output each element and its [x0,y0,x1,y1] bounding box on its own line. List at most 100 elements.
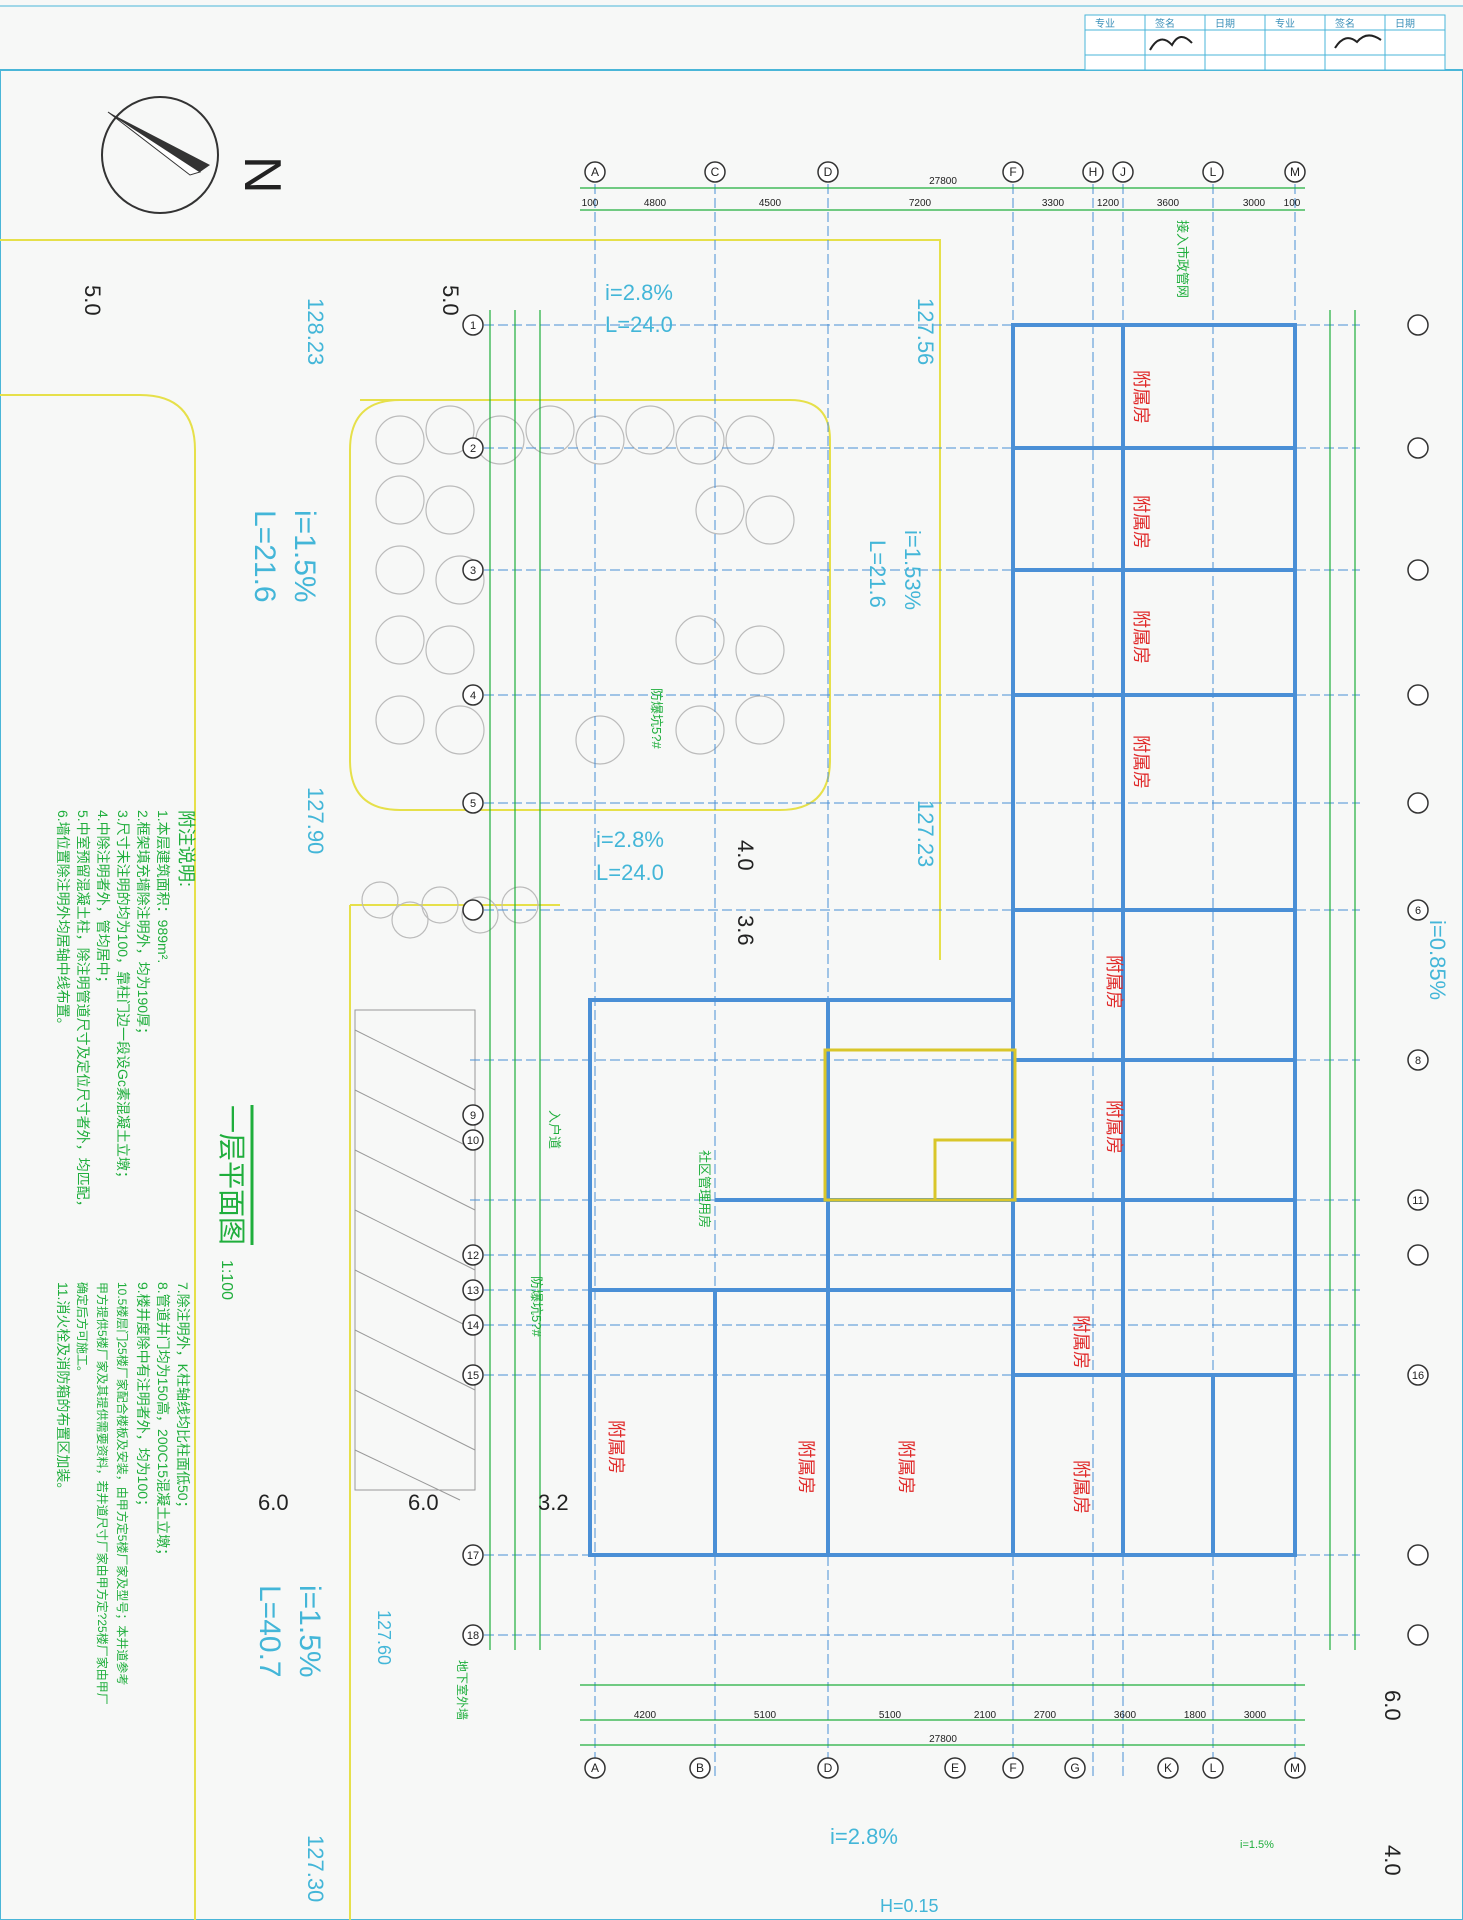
road-width-7: 3.2 [538,1490,569,1515]
grid-lines [470,170,1360,1780]
note-11: 11.消火栓及消防箱的布置区加装。 [55,1282,71,1496]
site-roads [0,239,941,1920]
bottom-dim-4: 2100 [974,1710,997,1721]
road-width-labels: 5.0 5.0 4.0 3.6 6.0 6.0 3.2 6.0 4.0 [80,285,1405,1876]
top-dimensions: 27800 100 4800 4500 7200 3300 1200 3600 … [582,176,1301,209]
room-label-5: 附属房 [1104,955,1124,1009]
small-slope-label: i=1.5% [1240,1839,1274,1851]
elevation-5: 127.60 [374,1610,394,1665]
top-dim-5: 3300 [1042,198,1065,209]
bottom-height-label: H=0.15 [880,1896,939,1916]
bottom-dim-total: 27800 [929,1734,957,1745]
pipe-label: 接入市政管网 [1175,220,1190,298]
green-labels: 接入市政管网 社区管理用房 地下室外墙 防爆坑5?# 防爆坑5?# 入户道 [455,220,1190,1720]
axis-bottom-B: B [696,1761,704,1775]
room-label-11: 附属房 [606,1420,626,1474]
slope-4-i: i=2.8% [596,827,664,852]
row-axis-6: 6 [1415,905,1421,917]
slope-1-L: L=24.0 [605,312,673,337]
slope-4-L: L=24.0 [596,860,664,885]
slope-2-i: i=1.5% [288,510,321,603]
fire-pool-label-2: 防爆坑5?# [529,1276,544,1337]
row-axis-9: 9 [470,1110,476,1122]
slope-3-L: L=21.6 [865,540,890,608]
room-label-7: 附属房 [1071,1315,1091,1369]
elevation-labels: 128.23 127.56 127.90 127.23 127.60 127.3… [303,298,938,1902]
axis-top-M: M [1290,165,1300,179]
slope-6-L: L=40.7 [253,1585,286,1678]
bottom-dim-3: 5100 [879,1710,902,1721]
slope-labels: i=2.8% L=24.0 i=1.5% L=21.6 i=1.53% L=21… [248,280,1450,1849]
note-1: 1.本层建筑面积：989m². [155,810,171,963]
road-width-3: 4.0 [733,840,758,871]
top-dim-total: 27800 [929,176,957,187]
note-6: 6.墙位置除注明外均居轴中线布置。 [55,810,71,1032]
row-axis-12: 12 [467,1250,479,1262]
note-3: 3.尺寸未注明的均为100，靠柱门边一段设Gc素混凝土立墩； [114,810,131,1185]
room-label-2: 附属房 [1131,495,1151,549]
notes-heading: 附注说明: [176,810,196,887]
axis-top-A: A [591,165,599,179]
axis-top-C: C [711,165,720,179]
road-width-6: 6.0 [408,1490,439,1515]
bottom-dim-8: 3000 [1244,1710,1267,1721]
bottom-dimensions: 4200 5100 5100 2100 2700 3600 1800 3000 … [634,1710,1267,1745]
note-5: 5.中室预留混凝土柱，除注明管道尺寸及定位尺寸者外，均匹配， [75,810,91,1214]
road-width-1: 5.0 [80,285,105,316]
top-dim-2: 4800 [644,198,667,209]
elevation-1: 128.23 [303,298,328,365]
note-8: 8.管道井门均为150高，200C15混凝土立墩； [154,1282,171,1562]
note-7: 7.除注明外，K柱轴线均比柱面低50； [174,1282,191,1515]
room-label-9: 附属房 [896,1440,916,1494]
row-axis-16: 16 [1412,1370,1424,1382]
title-header-6: 日期 [1395,18,1415,30]
north-label: N [233,156,291,194]
note-10: 10.5楼层门25楼厂家配合楼板及安装，由甲方定5楼厂家及型号；本井道参考 [115,1282,130,1685]
bottom-dim-5: 2700 [1034,1710,1057,1721]
room-label-4: 附属房 [1131,735,1151,789]
note-10c: 确定后方可施工。 [75,1282,90,1378]
room-labels: 附属房 附属房 附属房 附属房 附属房 附属房 附属房 附属房 附属房 附属房 … [606,370,1151,1514]
row-axis-11: 11 [1412,1195,1423,1207]
basement-wall-label: 地下室外墙 [455,1660,470,1720]
road-width-5: 6.0 [258,1490,289,1515]
row-axis-14: 14 [467,1320,479,1332]
slope-7-i: i=2.8% [830,1824,898,1849]
sheet-scale: 1:100 [218,1260,235,1300]
sheet-border [0,69,1463,1920]
bottom-dim-1: 4200 [634,1710,657,1721]
bottom-dim-7: 1800 [1184,1710,1207,1721]
signature-1 [1149,36,1193,51]
room-label-10: 附属房 [796,1440,816,1494]
row-axis-3: 3 [470,565,476,577]
core-walls [823,1048,1017,1202]
slope-2-L: L=21.6 [248,510,281,603]
top-dim-3: 4500 [759,198,782,209]
north-arrow: N [101,96,291,214]
slope-6-i: i=1.5% [293,1585,326,1678]
slope-1-i: i=2.8% [605,280,673,305]
axis-labels-top: A C D F H J L M [591,165,1300,179]
title-header-1: 专业 [1095,17,1115,30]
axis-top-H: H [1089,165,1098,179]
axis-bottom-K: K [1164,1761,1172,1775]
elevation-2: 127.56 [913,298,938,365]
row-axis-8: 8 [1415,1055,1421,1067]
title-block: 专业 签名 日期 专业 签名 日期 [1084,14,1446,71]
entrance-label: 入户道 [547,1110,562,1149]
axis-bottom-G: G [1070,1761,1079,1775]
note-2: 2.框架填充墙除注明外，均为190厚； [134,810,151,1041]
axis-bubbles-top [584,161,1306,183]
sheet-title: 一层平面图 1:100 [216,1105,254,1300]
hatched-area [354,1009,476,1501]
road-width-8: 6.0 [1380,1690,1405,1721]
axis-labels-rows: 1 2 3 4 5 6 8 9 10 11 12 13 14 15 16 17 … [467,320,1424,1642]
axis-bubbles-rows [462,314,1429,1646]
elevation-4: 127.23 [913,800,938,867]
slope-3-i: i=1.53% [900,530,925,610]
axis-bottom-L: L [1210,1761,1217,1775]
bottom-dim-6: 3600 [1114,1710,1137,1721]
row-axis-10: 10 [467,1135,479,1147]
road-width-4: 3.6 [733,915,758,946]
bottom-dim-2: 5100 [754,1710,777,1721]
